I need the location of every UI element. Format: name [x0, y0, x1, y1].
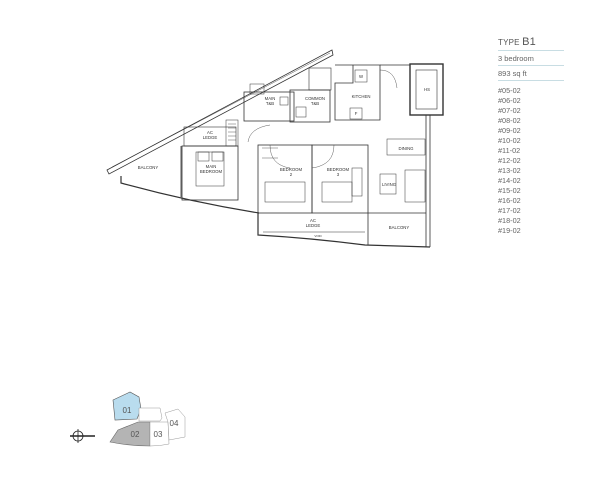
sofa: [404, 169, 426, 203]
unit-number: #13-02: [498, 166, 521, 175]
unit-number: #05-02: [498, 86, 521, 95]
label-common-bath-2: T&B: [311, 101, 319, 106]
unit-number: #10-02: [498, 136, 521, 145]
label-ac-ledge-top-2: LEDGE: [203, 135, 218, 140]
unit-number: #17-02: [498, 206, 521, 215]
label-main-bath-2: T&B: [266, 101, 274, 106]
unit-number: #12-02: [498, 156, 521, 165]
label-bedroom-3-num: 3: [337, 172, 340, 177]
label-living: LIVING: [382, 182, 397, 187]
label-balcony-right: BALCONY: [389, 225, 410, 230]
label-ac-ledge-top: AC: [207, 130, 213, 135]
balcony-left-outline: [120, 176, 260, 214]
kitchen-walls: [334, 64, 381, 121]
unit-number: #18-02: [498, 216, 521, 225]
key-label-01: 01: [123, 406, 132, 415]
label-ac-ledge-bottom-2: LEDGE: [306, 223, 321, 228]
main-bath-walls: [243, 91, 295, 122]
label-fridge: F: [355, 111, 358, 116]
right-facade: [425, 115, 431, 247]
key-label-03: 03: [154, 430, 163, 439]
unit-number: #14-02: [498, 176, 521, 185]
diagonal-facade: [106, 49, 334, 175]
household-shelter: [409, 63, 444, 116]
unit-number: #09-02: [498, 126, 521, 135]
unit-area: 893 sq ft: [498, 66, 564, 81]
unit-number: #19-02: [498, 226, 521, 235]
unit-number: #16-02: [498, 196, 521, 205]
label-dining: DINING: [398, 146, 414, 151]
label-bedroom-3: BEDROOM: [327, 167, 350, 172]
label-void: VOID: [314, 234, 322, 238]
walls: [106, 49, 444, 248]
room-labels: BALCONY AC LEDGE MAIN BEDROOM MAIN T&B C…: [138, 74, 430, 238]
key-unit-03: [149, 421, 170, 447]
north-arrow-icon: [70, 429, 95, 443]
label-ac-ledge-bottom: AC: [310, 218, 316, 223]
label-washer: W: [359, 74, 364, 79]
dining-table: [386, 138, 426, 156]
key-plan: 01 02 03 04: [109, 391, 186, 447]
unit-number-list: #05-02 #06-02 #07-02 #08-02 #09-02 #10-0…: [498, 86, 564, 236]
unit-info-panel: TYPE B1 3 bedroom 893 sq ft #05-02 #06-0…: [498, 36, 564, 236]
key-unit-04: [164, 408, 186, 441]
label-main-bedroom-2: BEDROOM: [200, 169, 223, 174]
label-bedroom-2: BEDROOM: [280, 167, 303, 172]
type-prefix: TYPE: [498, 38, 520, 47]
unit-number: #07-02: [498, 106, 521, 115]
unit-number: #08-02: [498, 116, 521, 125]
key-label-04: 04: [170, 419, 179, 428]
bedroom-3-walls: [311, 144, 369, 214]
label-common-bath: COMMON: [305, 96, 325, 101]
key-label-02: 02: [131, 430, 140, 439]
unit-number: #11-02: [498, 146, 521, 155]
label-hs: HS: [424, 87, 430, 92]
label-main-bedroom: MAIN: [206, 164, 217, 169]
bedroom-2-walls: [257, 144, 313, 214]
unit-number: #15-02: [498, 186, 521, 195]
label-bedroom-2-num: 2: [290, 172, 293, 177]
label-kitchen: KITCHEN: [352, 94, 371, 99]
unit-type: TYPE B1: [498, 36, 564, 51]
label-balcony-left: BALCONY: [138, 165, 159, 170]
bedroom-count: 3 bedroom: [498, 51, 564, 66]
label-main-bath: MAIN: [265, 96, 276, 101]
unit-number: #06-02: [498, 96, 521, 105]
type-code: B1: [522, 36, 536, 48]
